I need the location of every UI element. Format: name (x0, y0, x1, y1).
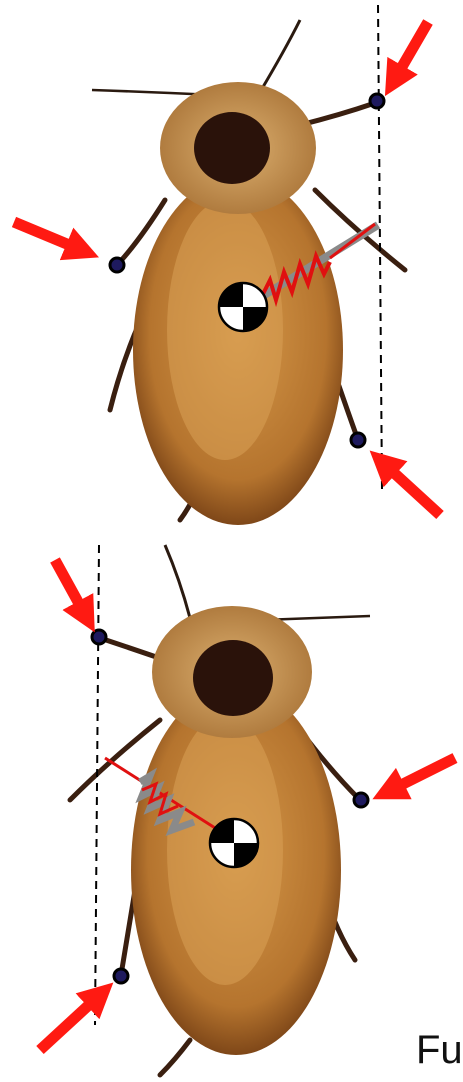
top-panel (14, 5, 440, 525)
pronotum-spot (194, 112, 270, 184)
foot-front-right (370, 94, 384, 108)
foot-middle-right (354, 793, 368, 807)
foot-middle-left (110, 258, 124, 272)
center-of-mass-icon-bottom (210, 819, 258, 867)
foot-hind-right (351, 433, 365, 447)
bottom-panel (40, 545, 455, 1075)
antenna-left-bottom (165, 545, 190, 618)
pronotum-spot-bottom (193, 640, 273, 716)
arrow-hind-right (380, 460, 440, 515)
arrow-middle-left (14, 222, 86, 252)
center-of-mass-icon (219, 283, 267, 331)
arrow-front-right (392, 22, 428, 84)
antenna-right (260, 20, 300, 92)
caption-text: Fu (416, 1028, 463, 1073)
arrow-middle-right (385, 758, 455, 793)
body-highlight (167, 200, 283, 460)
foot-front-left (92, 630, 106, 644)
dashed-reference-line-bottom (95, 545, 99, 1025)
foot-hind-left (114, 969, 128, 983)
arrow-hind-left (40, 992, 103, 1050)
arrow-front-left (55, 560, 88, 620)
